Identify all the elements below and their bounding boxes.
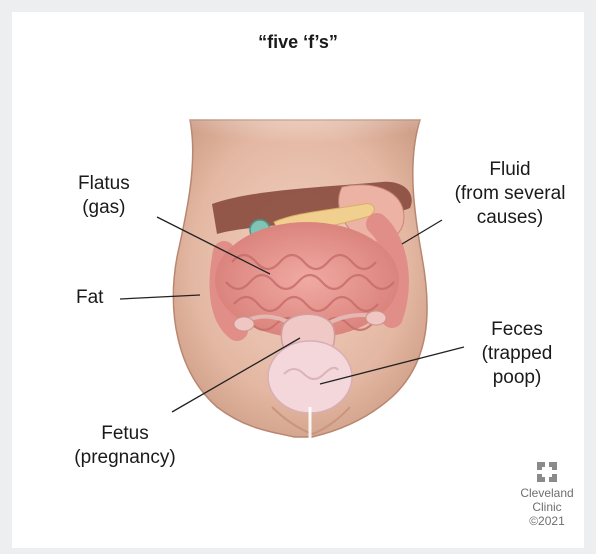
label-fetus: Fetus (pregnancy) xyxy=(50,422,200,470)
label-fluid: Fluid (from several causes) xyxy=(437,158,583,230)
brand-line-1: Cleveland xyxy=(517,486,577,500)
label-fat: Fat xyxy=(76,286,103,310)
label-flatus: Flatus (gas) xyxy=(78,172,130,220)
chest-fade xyxy=(154,67,454,177)
bladder-shape xyxy=(268,341,352,413)
cleveland-clinic-logo-icon xyxy=(537,462,557,482)
illustration-card: “five ‘f’s” xyxy=(12,12,584,548)
copyright: ©2021 xyxy=(517,514,577,528)
label-feces: Feces (trapped poop) xyxy=(462,318,572,390)
ovary-right xyxy=(366,311,386,325)
ovary-left xyxy=(234,317,254,331)
brand-line-2: Clinic xyxy=(517,500,577,514)
cleveland-clinic-credit: Cleveland Clinic ©2021 xyxy=(517,462,577,528)
